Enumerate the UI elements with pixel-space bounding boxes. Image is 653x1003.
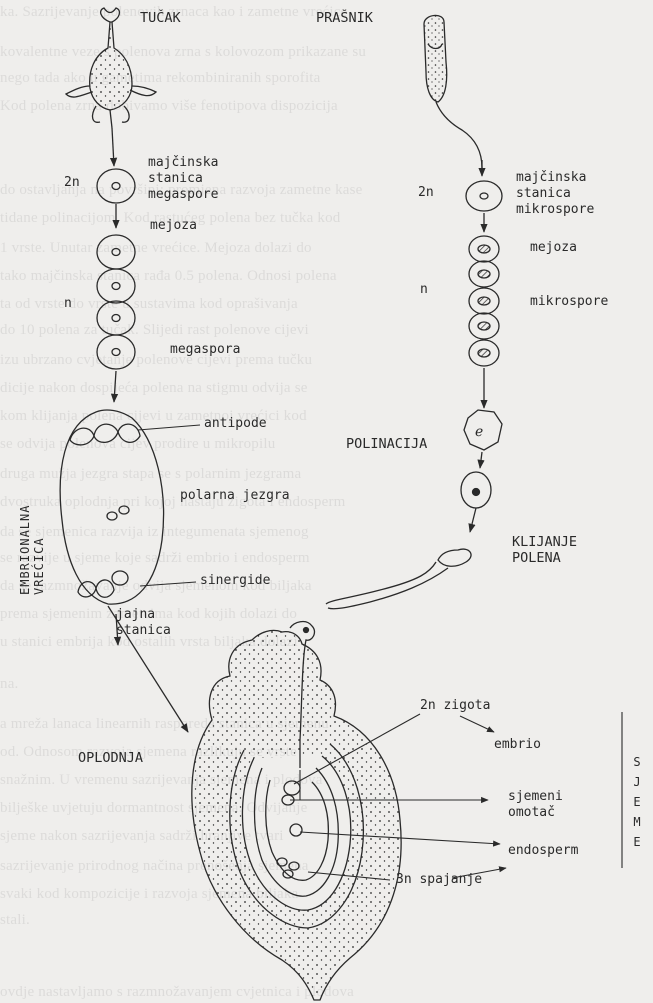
seed-label: SJEME <box>630 755 644 855</box>
embryo-sac-label: EMBRIONALNA VREĆICA <box>18 505 46 595</box>
endosperm-label: endosperm <box>508 843 578 859</box>
svg-text:ℯ: ℯ <box>475 424 483 440</box>
antipodes-label: antipode <box>204 416 267 432</box>
seed-coat-label: sjemeni omotač <box>508 789 563 821</box>
ploidy-2n-left: 2n <box>64 175 80 191</box>
megaspore-mother-cell-label: majčinska stanica megaspore <box>148 155 218 203</box>
microspore-mother-cell-label: majčinska stanica mikrospore <box>516 170 594 218</box>
meiosis-label-right: mejoza <box>530 240 577 256</box>
embryo-sac-drawing <box>60 410 188 732</box>
embryo-label: embrio <box>494 737 541 753</box>
microspore-sequence: ℯ <box>326 160 502 609</box>
stamen-drawing <box>424 15 482 168</box>
zygote-label: 2n zigota <box>420 698 490 714</box>
pollination-label: POLINACIJA <box>346 436 427 452</box>
stamen-label: PRAŠNIK <box>316 10 373 26</box>
fertilization-label: OPLODNJA <box>78 750 143 766</box>
microspores-label: mikrospore <box>530 294 608 310</box>
megaspore-label: megaspora <box>170 342 240 358</box>
synergids-label: sinergide <box>200 573 270 589</box>
ploidy-2n-right: 2n <box>418 185 434 201</box>
polar-nuclei-label: polarna jezgra <box>180 488 290 504</box>
ploidy-n-right: n <box>420 282 428 298</box>
fusion-3n-label: 3n spajanje <box>396 872 482 888</box>
egg-cell-label: jajna stanica <box>116 607 171 639</box>
ploidy-n-left: n <box>64 296 72 312</box>
pollen-germination-label: KLIJANJE POLENA <box>512 534 577 566</box>
pistil-label: TUČAK <box>140 10 181 26</box>
meiosis-label-left: mejoza <box>150 218 197 234</box>
